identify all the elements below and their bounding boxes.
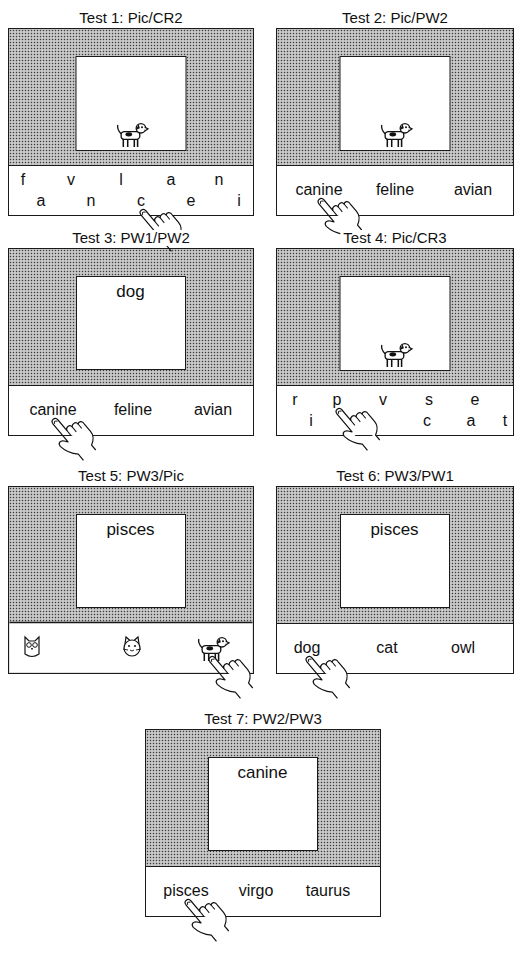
test-panel: piscesTest 5: PW3/Pic [8,486,254,674]
choice-text: a [37,193,46,209]
strip-border [10,622,253,624]
choice-text: avian [194,402,232,418]
choice-text: n [87,193,96,209]
dog-icon [382,124,412,147]
choice-text: taurus [306,883,350,899]
test-panel: caninefelineavianTest 2: Pic/PW2 [276,28,514,216]
choice-text: e [471,392,480,408]
owl-beak [31,648,33,651]
choice-text: avian [454,182,492,198]
choice-text: f [21,172,25,188]
choice-text: feline [114,402,152,418]
choice-text: canine [295,182,342,198]
choice-text: c [423,413,431,429]
choice-text: v [379,392,387,408]
cat-eye [128,645,130,647]
sample-square: dog [76,276,186,370]
choice-text: a [167,172,176,188]
cat-ear [125,637,139,644]
test-panel: fvlananceiTest 1: Pic/CR2 [8,28,254,216]
cat-eye [134,645,136,647]
pointing-hand [44,406,102,466]
pointing-hand [298,644,356,704]
cat-face [124,640,140,656]
choice-text: t [503,413,507,429]
choice-text: v [67,172,75,188]
pointing-hands [44,186,386,947]
cat-icon [123,637,141,656]
owl-body [25,637,39,657]
test-title: Test 6: PW3/PW1 [333,468,457,485]
choice-text: n [215,172,224,188]
choice-text: a [467,413,476,429]
pointing-hand [201,644,259,704]
test-panel: dogcaninefelineavianTest 3: PW1/PW2 [8,248,254,436]
owl-icon [25,637,39,657]
dog-icon [118,124,148,147]
test-title: Test 3: PW1/PW2 [69,230,193,247]
choice-text: e [187,193,196,209]
choice-strip: pisces virgo taurus [146,866,380,916]
sample-square: pisces [340,514,450,608]
test-title: Test 2: Pic/PW2 [339,10,451,27]
choice-text: p [333,392,342,408]
pointing-hand [328,396,386,456]
sample-word: dog [77,277,185,302]
choice-text: i [237,193,241,209]
sample-square [340,277,450,371]
picture-choice-strip [10,623,259,704]
test-title: Test 4: Pic/CR3 [340,230,449,247]
dog-icon [199,638,229,661]
sample-word: pisces [341,515,449,540]
choice-strip: r p v s e i c a t [277,385,513,435]
test-panel: caninepiscesvirgotaurusTest 7: PW2/PW3 [145,729,381,917]
test-panel: rpvseicatTest 4: Pic/CR3 [276,248,514,436]
test-title: Test 5: PW3/Pic [75,468,187,485]
choice-text: owl [451,640,475,656]
sample-word: canine [209,758,317,783]
dog-icon [382,344,412,367]
sample-square [340,57,450,151]
owl-eye [33,643,38,648]
choice-text: canine [29,402,76,418]
choice-text: s [425,392,433,408]
sample-word: pisces [77,515,185,540]
choice-strip [10,623,253,673]
pointing-hand [132,197,190,257]
choice-strip: f v l a n a n c e i [9,165,253,215]
choice-text: c [137,193,145,209]
choice-text: pisces [163,883,208,899]
picture-squares [76,57,450,371]
sample-square: canine [208,757,318,851]
choice-text: feline [376,182,414,198]
test-title: Test 1: Pic/CR2 [76,10,185,27]
choice-strip: canine feline avian [9,385,253,435]
choice-strip: dog cat owl [277,623,513,673]
choice-text: r [292,392,297,408]
choice-text: l [119,172,123,188]
cat-mouth [123,649,141,651]
test-title: Test 7: PW2/PW3 [201,711,325,728]
owl-eye [27,643,32,648]
choice-text: virgo [239,883,274,899]
sample-square [76,57,186,151]
choice-text: cat [376,640,397,656]
choice-text: i [309,413,313,429]
pointing-hand [177,887,235,947]
choice-strip: canine feline avian [277,165,513,215]
choice-text: dog [294,640,321,656]
sample-square: pisces [76,514,186,608]
test-panel: piscesdogcatowlTest 6: PW3/PW1 [276,486,514,674]
pointing-hand [310,186,368,246]
